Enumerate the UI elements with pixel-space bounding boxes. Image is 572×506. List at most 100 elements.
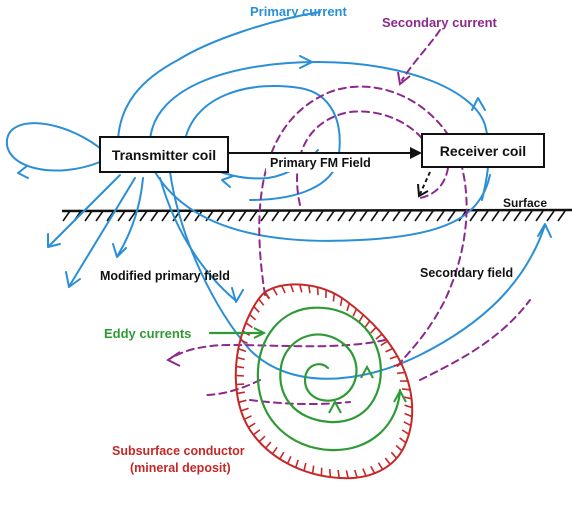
hatch-mark [546, 210, 555, 222]
arrowhead-primary-ray2 [65, 271, 81, 288]
arrowhead-secondary-current [397, 71, 411, 86]
primary-fm-field-label: Primary FM Field [270, 156, 371, 170]
hatch-mark [84, 210, 93, 222]
hatch-mark [480, 210, 489, 222]
conductor-tick [384, 457, 391, 465]
hatch-mark [293, 210, 302, 222]
subsurface-conductor-label: Subsurface conductor [112, 444, 245, 458]
hatch-mark [260, 210, 269, 222]
conductor-tick [395, 444, 403, 452]
hatch-mark [370, 210, 379, 222]
conductor-tick [362, 468, 367, 477]
hatch-mark [62, 210, 71, 222]
conductor-tick [375, 333, 383, 340]
hatch-mark [359, 210, 368, 222]
eddy-spiral [256, 306, 402, 452]
conductor-tick [399, 437, 407, 444]
primary-ray-3 [159, 177, 236, 301]
secondary-current-line [401, 29, 441, 81]
arrowhead-primary-inner [221, 175, 234, 188]
secondary-right-sweep [419, 299, 531, 381]
hatch-mark [150, 210, 159, 222]
hatch-mark [304, 210, 313, 222]
secondary-bottom-sweep [204, 379, 261, 396]
secondary-field-label: Secondary field [420, 266, 513, 280]
hatch-mark [502, 210, 511, 222]
conductor-tick [332, 293, 336, 302]
hatch-mark [535, 210, 544, 222]
conductor-tick [346, 303, 351, 312]
receiver-pointer [419, 171, 431, 195]
hatch-mark [337, 210, 346, 222]
conductor-tick [345, 470, 349, 479]
primary-ray-4 [117, 177, 144, 256]
hatch-mark [161, 210, 170, 222]
conductor-tick [353, 469, 358, 478]
hatch-mark [117, 210, 126, 222]
surface-hatching [62, 210, 566, 222]
conductor-tick [294, 459, 299, 468]
conductor-tick [264, 441, 272, 449]
conductor-tick [390, 451, 398, 459]
conductor-tick [281, 285, 286, 294]
hatch-mark [227, 210, 236, 222]
primary-upper-arc [149, 61, 490, 201]
conductor-tick [286, 455, 292, 464]
secondary-current-label: Secondary current [382, 15, 498, 30]
hatch-mark [128, 210, 137, 222]
hatch-mark [469, 210, 478, 222]
conductor-tick [352, 308, 358, 317]
conductor-tick [235, 365, 245, 369]
conductor-outline [234, 283, 414, 480]
arrowhead-primary-lower [231, 287, 244, 303]
conductor-tick [240, 407, 249, 412]
conductor-tick [236, 356, 245, 361]
conductor-tick [245, 322, 253, 329]
arrowhead-primary-mid [471, 97, 486, 111]
conductor-tick [404, 412, 413, 418]
hatch-mark [524, 210, 533, 222]
hatch-mark [238, 210, 247, 222]
secondary-left-sweep [171, 339, 386, 359]
subsurface-conductor [234, 283, 414, 480]
conductor-tick [271, 446, 278, 455]
primary-left-loop [5, 122, 101, 172]
primary-middle-arc [184, 84, 341, 201]
arrowhead-primary-left [17, 165, 29, 179]
arrowhead-eddy-1 [360, 364, 374, 379]
hatch-mark [491, 210, 500, 222]
conductor-tick [377, 462, 384, 470]
hatch-mark [348, 210, 357, 222]
transmitter-coil: Transmitter coil [99, 136, 229, 173]
hatch-mark [326, 210, 335, 222]
transmitter-coil-label: Transmitter coil [112, 147, 216, 163]
conductor-tick [289, 284, 295, 293]
arrowhead-secondary-left [166, 351, 181, 367]
arrowhead-eddy-2 [393, 388, 407, 403]
conductor-tick [249, 313, 257, 321]
ground-surface [61, 208, 572, 222]
conductor-tick [403, 396, 412, 400]
arrowhead-eddy-3 [328, 399, 342, 414]
conductor-tick [247, 422, 256, 429]
conductor-tick [236, 391, 246, 395]
primary-outer-arc [117, 11, 321, 141]
receiver-coil: Receiver coil [417, 133, 545, 198]
conductor-tick [253, 306, 260, 313]
hatch-mark [282, 210, 291, 222]
conductor-tick [311, 465, 315, 474]
primary-fm-field: Primary FM Field [228, 147, 422, 172]
arrowhead-eddy-pointer [253, 327, 267, 339]
primary-ray-1 [49, 174, 121, 246]
conductor-tick [385, 347, 394, 353]
hatch-mark [513, 210, 522, 222]
receiver-coil-box [421, 133, 545, 168]
conductor-tick [380, 340, 389, 347]
primary-lower-arc [169, 171, 546, 380]
conductor-tick [316, 287, 319, 296]
hatch-mark [249, 210, 258, 222]
eddy-currents [208, 306, 407, 452]
hatch-mark [271, 210, 280, 222]
